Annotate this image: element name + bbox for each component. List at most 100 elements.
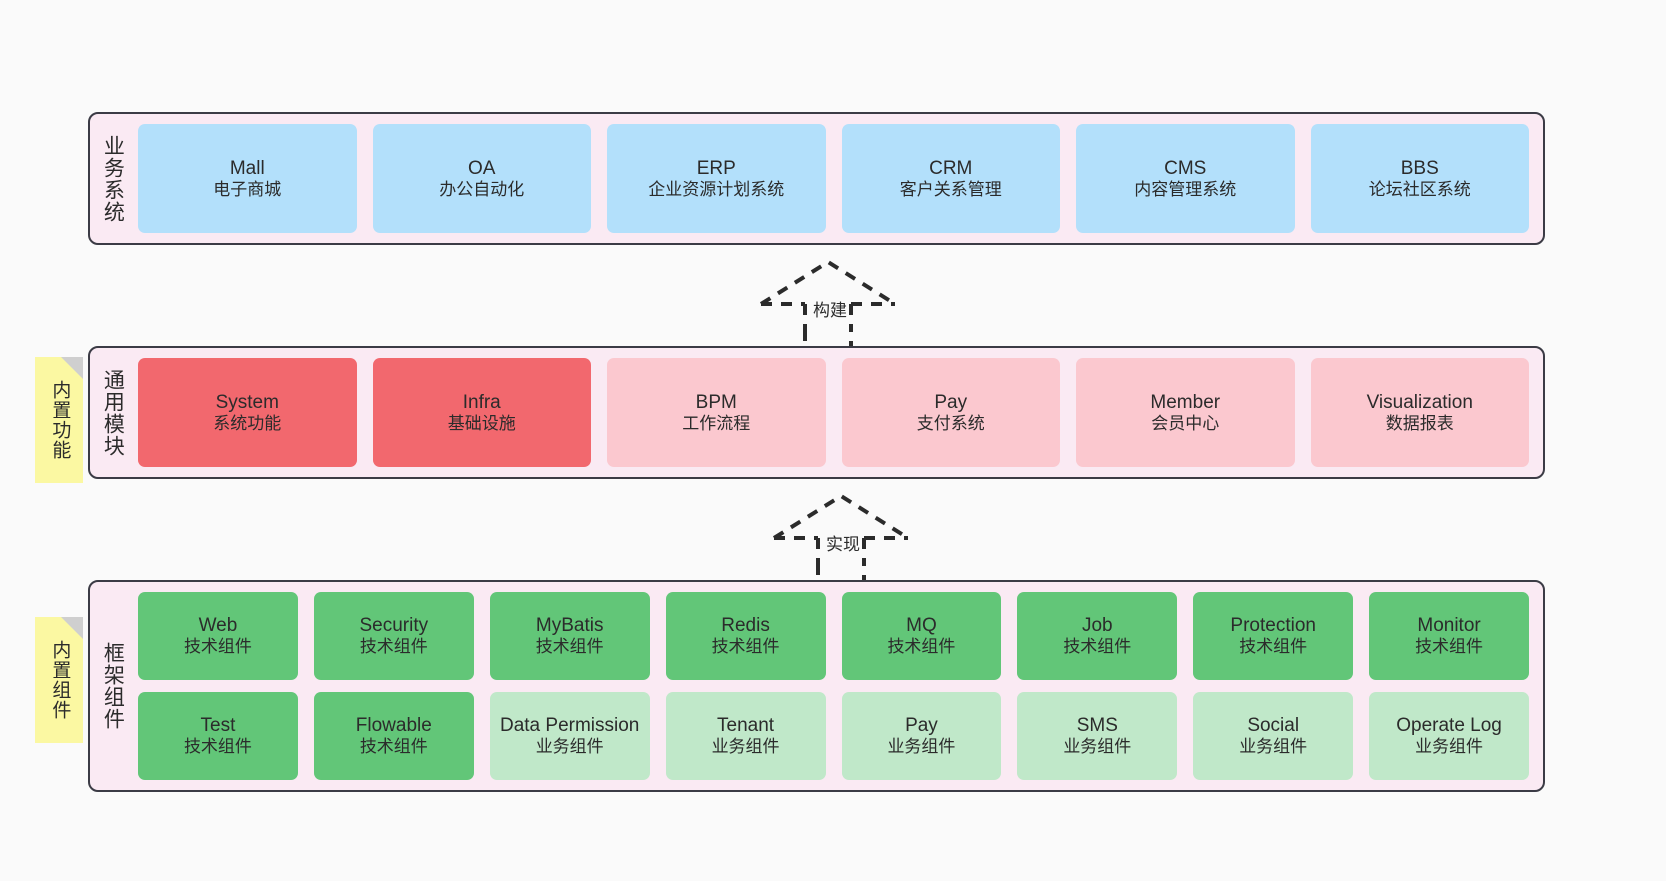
card-subtitle: 支付系统 — [916, 413, 985, 433]
card-row-business: Test 技术组件 Flowable 技术组件 Data Permission … — [138, 692, 1529, 780]
card-infra[interactable]: Infra 基础设施 — [372, 358, 591, 467]
card-title: Flowable — [355, 715, 432, 737]
card-row: System 系统功能 Infra 基础设施 BPM 工作流程 Pay 支付系统… — [138, 358, 1529, 467]
card-subtitle: 业务组件 — [887, 737, 956, 757]
card-subtitle: 技术组件 — [359, 637, 428, 657]
card-mq[interactable]: MQ 技术组件 — [841, 592, 1002, 680]
connector-implement: 实现 — [768, 492, 918, 584]
card-oa[interactable]: OA 办公自动化 — [372, 124, 591, 233]
card-title: MyBatis — [535, 615, 604, 637]
card-mall[interactable]: Mall 电子商城 — [138, 124, 357, 233]
card-monitor[interactable]: Monitor 技术组件 — [1369, 592, 1529, 680]
card-subtitle: 数据报表 — [1385, 413, 1454, 433]
card-title: Monitor — [1417, 615, 1481, 637]
card-data-permission[interactable]: Data Permission 业务组件 — [489, 692, 650, 780]
card-title: Infra — [462, 391, 501, 413]
card-subtitle: 技术组件 — [1239, 637, 1308, 657]
sticky-note-label: 内置功能 — [49, 380, 71, 460]
layer-title-business-systems: 业务系统 — [101, 134, 125, 223]
card-title: Protection — [1230, 615, 1316, 637]
card-title: Job — [1081, 615, 1113, 637]
card-subtitle: 论坛社区系统 — [1368, 179, 1471, 199]
layer-title-common-modules: 通用模块 — [101, 368, 125, 457]
card-subtitle: 业务组件 — [1415, 737, 1484, 757]
card-title: Test — [200, 715, 236, 737]
card-mybatis[interactable]: MyBatis 技术组件 — [489, 592, 650, 680]
layer-title-framework-components: 框架组件 — [101, 642, 125, 730]
card-title: Pay — [934, 391, 968, 413]
card-title: CMS — [1164, 157, 1207, 179]
card-subtitle: 内容管理系统 — [1134, 179, 1237, 199]
card-subtitle: 技术组件 — [711, 637, 780, 657]
card-visualization[interactable]: Visualization 数据报表 — [1310, 358, 1529, 467]
card-row: Mall 电子商城 OA 办公自动化 ERP 企业资源计划系统 CRM 客户关系… — [138, 124, 1529, 233]
card-subtitle: 办公自动化 — [439, 179, 525, 199]
card-title: OA — [468, 157, 496, 179]
generalization-arrow-icon — [759, 259, 897, 350]
card-sms[interactable]: SMS 业务组件 — [1017, 692, 1178, 780]
card-system[interactable]: System 系统功能 — [138, 358, 357, 467]
card-title: BPM — [695, 391, 737, 413]
card-row-technical: Web 技术组件 Security 技术组件 MyBatis 技术组件 Redi… — [138, 592, 1529, 680]
card-title: Social — [1247, 715, 1300, 737]
card-redis[interactable]: Redis 技术组件 — [665, 592, 826, 680]
card-pay-component[interactable]: Pay 业务组件 — [841, 692, 1002, 780]
card-subtitle: 业务组件 — [1063, 737, 1132, 757]
layer-business-systems: 业务系统 Mall 电子商城 OA 办公自动化 ERP 企业资源计划系统 CRM… — [88, 112, 1545, 245]
layer-common-modules: 通用模块 System 系统功能 Infra 基础设施 BPM 工作流程 Pay… — [88, 346, 1545, 479]
card-subtitle: 基础设施 — [447, 413, 516, 433]
card-social[interactable]: Social 业务组件 — [1193, 692, 1354, 780]
card-title: Member — [1150, 391, 1221, 413]
card-bpm[interactable]: BPM 工作流程 — [607, 358, 826, 467]
card-title: BBS — [1400, 157, 1439, 179]
card-title: System — [215, 391, 279, 413]
card-title: CRM — [929, 157, 973, 179]
layer-body-business-systems: Mall 电子商城 OA 办公自动化 ERP 企业资源计划系统 CRM 客户关系… — [134, 114, 1543, 243]
card-member[interactable]: Member 会员中心 — [1076, 358, 1295, 467]
connector-build: 构建 — [755, 258, 905, 350]
card-subtitle: 工作流程 — [682, 413, 751, 433]
card-subtitle: 客户关系管理 — [899, 179, 1002, 199]
card-operate-log[interactable]: Operate Log 业务组件 — [1369, 692, 1529, 780]
card-crm[interactable]: CRM 客户关系管理 — [841, 124, 1060, 233]
card-subtitle: 业务组件 — [1239, 737, 1308, 757]
card-title: Pay — [905, 715, 938, 737]
card-pay-module[interactable]: Pay 支付系统 — [841, 358, 1060, 467]
card-title: SMS — [1076, 715, 1118, 737]
card-subtitle: 业务组件 — [711, 737, 780, 757]
card-subtitle: 技术组件 — [183, 737, 252, 757]
card-title: ERP — [696, 157, 736, 179]
card-protection[interactable]: Protection 技术组件 — [1193, 592, 1354, 680]
card-cms[interactable]: CMS 内容管理系统 — [1076, 124, 1295, 233]
card-subtitle: 技术组件 — [1063, 637, 1132, 657]
sticky-note-builtin-features: 内置功能 — [35, 357, 83, 483]
card-subtitle: 系统功能 — [213, 413, 282, 433]
card-title: Security — [359, 615, 429, 637]
card-title: Redis — [721, 615, 770, 637]
card-job[interactable]: Job 技术组件 — [1017, 592, 1178, 680]
card-tenant[interactable]: Tenant 业务组件 — [665, 692, 826, 780]
card-subtitle: 技术组件 — [183, 637, 252, 657]
card-title: Visualization — [1366, 391, 1473, 413]
card-title: Web — [198, 615, 238, 637]
card-flowable[interactable]: Flowable 技术组件 — [313, 692, 474, 780]
card-subtitle: 技术组件 — [359, 737, 428, 757]
card-subtitle: 技术组件 — [887, 637, 956, 657]
card-web[interactable]: Web 技术组件 — [138, 592, 298, 680]
layer-body-common-modules: System 系统功能 Infra 基础设施 BPM 工作流程 Pay 支付系统… — [134, 348, 1543, 477]
card-subtitle: 业务组件 — [535, 737, 604, 757]
sticky-note-label: 内置组件 — [49, 640, 71, 720]
card-title: Mall — [229, 157, 265, 179]
card-test[interactable]: Test 技术组件 — [138, 692, 298, 780]
card-subtitle: 企业资源计划系统 — [648, 179, 785, 199]
layer-body-framework-components: Web 技术组件 Security 技术组件 MyBatis 技术组件 Redi… — [134, 582, 1543, 790]
card-bbs[interactable]: BBS 论坛社区系统 — [1310, 124, 1529, 233]
card-subtitle: 电子商城 — [213, 179, 282, 199]
card-subtitle: 会员中心 — [1151, 413, 1220, 433]
generalization-arrow-icon — [772, 493, 910, 584]
card-subtitle: 技术组件 — [1415, 637, 1484, 657]
card-security[interactable]: Security 技术组件 — [313, 592, 474, 680]
card-erp[interactable]: ERP 企业资源计划系统 — [607, 124, 826, 233]
layer-framework-components: 框架组件 Web 技术组件 Security 技术组件 MyBatis 技术组件… — [88, 580, 1545, 792]
